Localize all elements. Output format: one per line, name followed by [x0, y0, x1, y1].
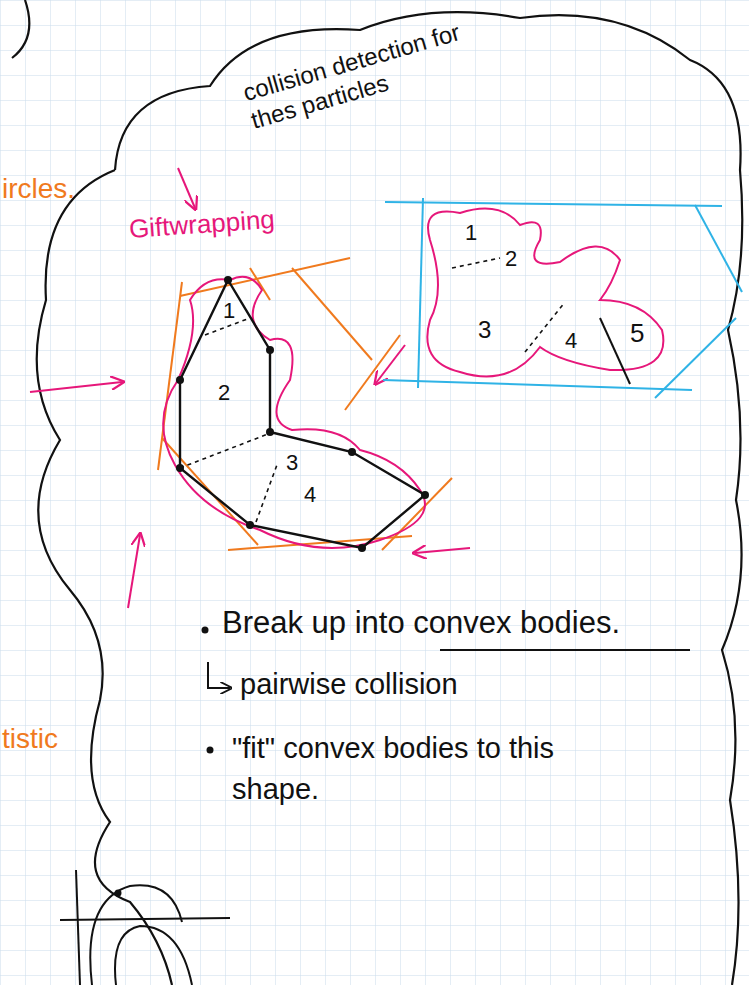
thought-cloud — [37, 12, 743, 985]
sketch-dot — [115, 890, 122, 897]
particle-outline — [427, 209, 663, 377]
convex-hull — [180, 280, 425, 548]
callout-number: 3 — [286, 450, 298, 476]
callout-number: 5 — [630, 318, 644, 349]
split-lines — [180, 318, 278, 522]
sub-note: pairwise collision — [240, 667, 458, 702]
stray-arc — [12, 0, 29, 58]
particle-outline — [163, 277, 425, 548]
tangent-lines — [158, 258, 452, 550]
bullet-dot — [202, 627, 209, 634]
callout-number: 1 — [465, 220, 477, 246]
bullet-note: "fit" convex bodies to this shape. — [232, 728, 572, 809]
pointer-arrows — [30, 168, 470, 608]
margin-note: ircles. — [2, 172, 75, 206]
callout-number: 1 — [223, 298, 235, 324]
split-lines — [452, 258, 565, 352]
underline — [440, 649, 690, 651]
callout-number: 3 — [478, 316, 491, 345]
callout-number: 4 — [565, 328, 577, 354]
bounding-lines — [383, 198, 742, 398]
callout-number: 2 — [505, 246, 517, 272]
split-line — [600, 318, 630, 384]
callout-number: 2 — [218, 380, 230, 406]
margin-note: tistic — [2, 722, 58, 756]
sub-arrow — [208, 662, 230, 688]
hull-vertices — [176, 276, 429, 552]
callout-number: 4 — [304, 482, 316, 508]
bullet-dot — [207, 747, 214, 754]
bullet-note: Break up into convex bodies. — [222, 604, 620, 641]
partial-sketch — [60, 870, 230, 985]
